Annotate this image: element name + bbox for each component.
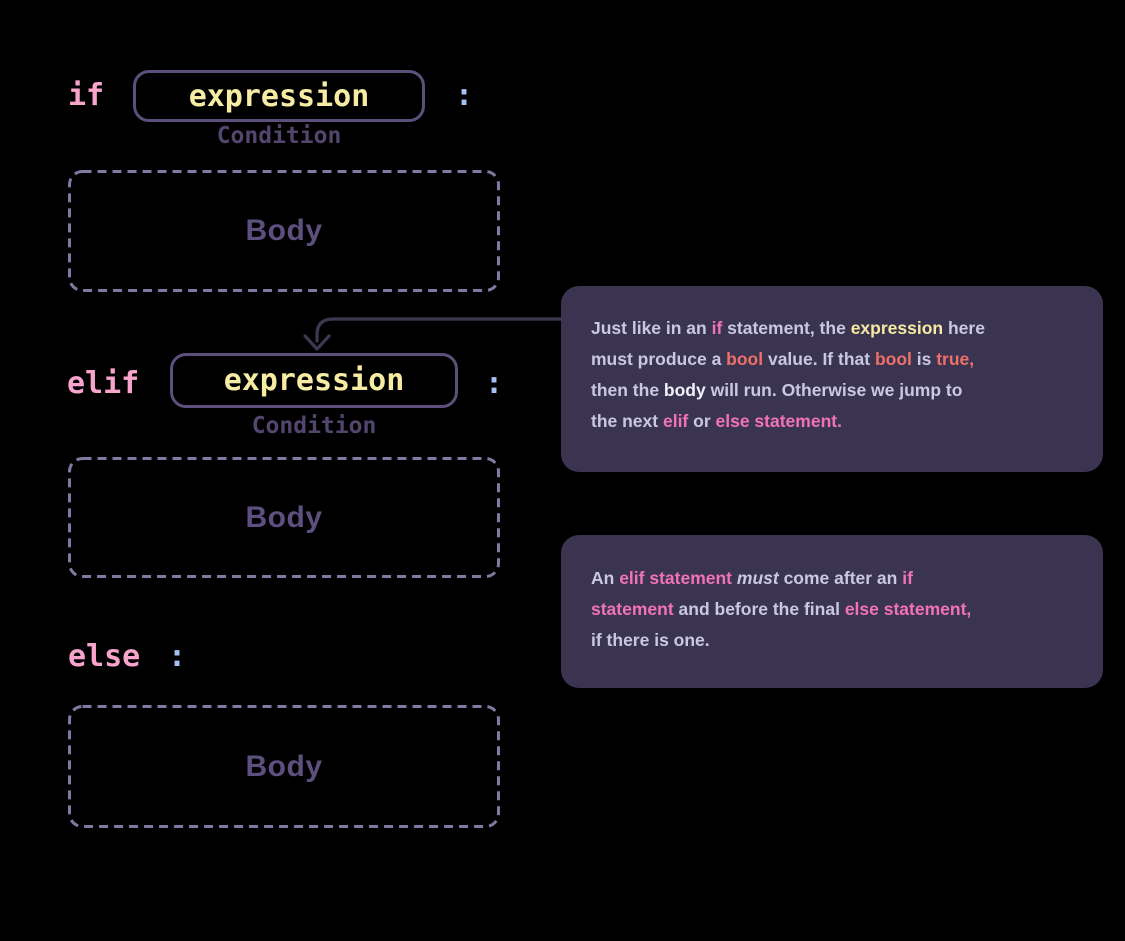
dashed-border bbox=[68, 705, 500, 828]
keyword-highlight: body bbox=[663, 380, 706, 400]
if-expression-text: expression bbox=[188, 78, 370, 114]
callout-line: Just like in an if statement, the expres… bbox=[591, 313, 1073, 344]
if-condition-label: Condition bbox=[216, 123, 342, 149]
else-body-label: Body bbox=[245, 749, 323, 783]
if-body-label: Body bbox=[245, 214, 323, 247]
keyword-highlight: if bbox=[902, 568, 913, 588]
callout-line: if there is one. bbox=[591, 625, 1073, 656]
elif-body-label: Body bbox=[245, 500, 323, 534]
elif-condition-label: Condition bbox=[251, 413, 377, 439]
text-segment: value. If that bbox=[763, 349, 875, 369]
text-segment: then the bbox=[591, 380, 664, 400]
elif-colon: : bbox=[485, 366, 504, 401]
text-segment: is bbox=[911, 349, 937, 369]
else-body-box: Body bbox=[68, 705, 500, 828]
keyword-highlight: if bbox=[711, 318, 723, 338]
if-keyword: if bbox=[68, 78, 105, 113]
expression-note-callout: Just like in an if statement, the expres… bbox=[561, 286, 1103, 472]
text-segment: statement, the bbox=[722, 318, 851, 338]
keyword-highlight: true, bbox=[936, 349, 975, 369]
text-segment: here bbox=[943, 318, 985, 338]
elif-keyword: elif bbox=[67, 366, 140, 401]
keyword-highlight: statement bbox=[591, 599, 674, 619]
else-keyword: else bbox=[68, 639, 141, 674]
keyword-highlight: elif statement bbox=[619, 568, 733, 588]
elif-expression-box: expression bbox=[170, 353, 458, 408]
keyword-highlight: expression bbox=[850, 318, 944, 338]
text-segment: will run. Otherwise we jump to bbox=[705, 380, 963, 400]
if-expression-box: expression bbox=[133, 70, 425, 122]
elif-note-callout: An elif statement must come after an if … bbox=[561, 535, 1103, 688]
if-colon: : bbox=[455, 78, 474, 113]
keyword-highlight: bool bbox=[726, 349, 764, 369]
callout-line: the next elif or else statement. bbox=[591, 406, 1073, 437]
text-segment: and before the final bbox=[673, 599, 845, 619]
keyword-highlight: elif bbox=[662, 411, 689, 431]
text-segment: the next bbox=[591, 411, 663, 431]
keyword-highlight: else statement, bbox=[844, 599, 972, 619]
text-segment: come after an bbox=[778, 568, 903, 588]
elif-body-box: Body bbox=[68, 457, 500, 578]
callout-line: statement and before the final else stat… bbox=[591, 594, 1073, 625]
callout-line: An elif statement must come after an if bbox=[591, 563, 1073, 594]
emphasis-text: must bbox=[736, 568, 779, 588]
text-segment: must produce a bbox=[591, 349, 727, 369]
keyword-highlight: else statement. bbox=[715, 411, 842, 431]
dashed-border bbox=[68, 457, 500, 578]
keyword-highlight: bool bbox=[874, 349, 912, 369]
if-body-box: Body bbox=[68, 170, 500, 292]
text-segment: or bbox=[688, 411, 716, 431]
callout-line: must produce a bool value. If that bool … bbox=[591, 344, 1073, 375]
dashed-border bbox=[68, 170, 500, 292]
text-segment: Just like in an bbox=[591, 318, 712, 338]
else-colon: : bbox=[168, 639, 187, 674]
text-segment: if there is one. bbox=[591, 630, 710, 650]
elif-expression-text: expression bbox=[223, 363, 405, 398]
text-segment: An bbox=[591, 568, 620, 588]
arrowhead bbox=[303, 334, 331, 351]
callout-line: then the body will run. Otherwise we jum… bbox=[591, 375, 1073, 406]
